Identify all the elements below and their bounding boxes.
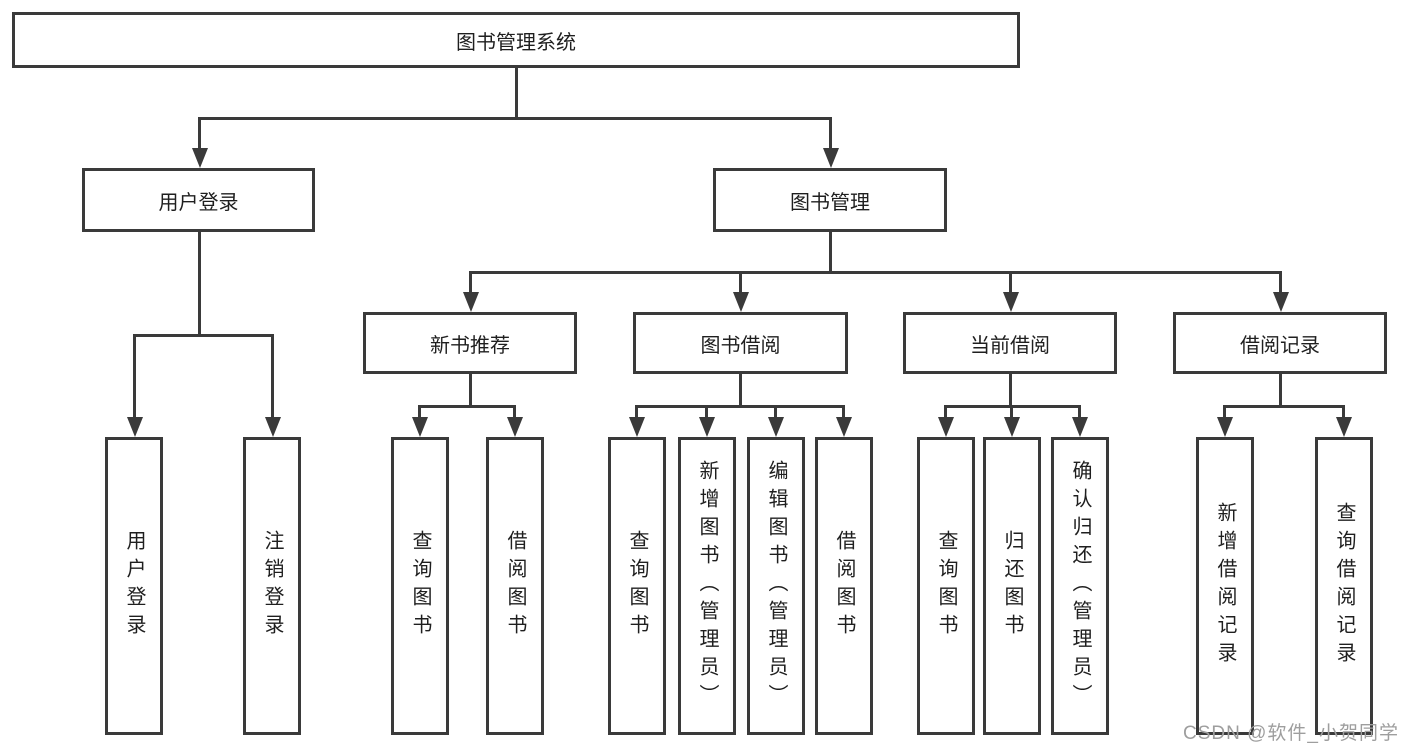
node-user-login-leaf: 用户登录 <box>105 437 163 735</box>
node-g1-borrow-books: 借阅图书 <box>486 437 544 735</box>
node-user-login: 用户登录 <box>82 168 315 232</box>
node-g2-edit-books-admin-label: 编辑图书（管理员） <box>765 460 787 712</box>
node-g4-query-borrow-record-label: 查询借阅记录 <box>1333 502 1355 670</box>
connector-root-stub <box>515 68 518 118</box>
node-g2-edit-books-admin: 编辑图书（管理员） <box>747 437 805 735</box>
node-g2-borrow-books: 借阅图书 <box>815 437 873 735</box>
node-g2-query-books: 查询图书 <box>608 437 666 735</box>
connector-arrow-user-login-leaf <box>126 334 143 437</box>
connector-user-login-rail <box>133 334 274 337</box>
node-g1-borrow-books-label: 借阅图书 <box>504 530 526 642</box>
connector-arrow-current-borrow <box>1002 271 1019 312</box>
node-book-management-label: 图书管理 <box>790 191 870 214</box>
connector-level2-rail <box>198 117 832 120</box>
node-current-borrow-label: 当前借阅 <box>970 334 1050 357</box>
connector-arrow-logout-leaf <box>264 334 281 437</box>
connector-arrow-g1-query <box>411 405 428 437</box>
connector-arrow-g2-add <box>698 405 715 437</box>
watermark: CSDN @软件_小贺同学 <box>1183 723 1399 744</box>
node-g4-add-borrow-record: 新增借阅记录 <box>1196 437 1254 735</box>
connector-arrow-g1-borrow <box>506 405 523 437</box>
node-g2-add-books-admin: 新增图书（管理员） <box>678 437 736 735</box>
node-user-login-label: 用户登录 <box>158 191 239 214</box>
node-g3-confirm-return-admin-label: 确认归还（管理员） <box>1069 460 1091 712</box>
connector-group4-stub <box>1279 374 1282 407</box>
connector-group3-rail <box>945 405 1081 408</box>
node-g2-query-books-label: 查询图书 <box>626 530 648 642</box>
node-g1-query-books: 查询图书 <box>391 437 449 735</box>
connector-group3-stub <box>1009 374 1012 407</box>
node-g4-add-borrow-record-label: 新增借阅记录 <box>1214 502 1236 670</box>
node-g2-add-books-admin-label: 新增图书（管理员） <box>696 460 718 712</box>
node-g3-query-books-label: 查询图书 <box>935 530 957 642</box>
node-logout-leaf: 注销登录 <box>243 437 301 735</box>
connector-arrow-g3-return <box>1003 405 1020 437</box>
node-g2-borrow-books-label: 借阅图书 <box>833 530 855 642</box>
node-g3-confirm-return-admin: 确认归还（管理员） <box>1051 437 1109 735</box>
node-g4-query-borrow-record: 查询借阅记录 <box>1315 437 1373 735</box>
connector-arrow-new-book-recommend <box>462 271 479 312</box>
connector-arrow-g3-query <box>937 405 954 437</box>
connector-group2-stub <box>739 374 742 407</box>
connector-arrow-g4-add <box>1216 405 1233 437</box>
connector-book-management-stub <box>829 232 832 274</box>
node-book-management: 图书管理 <box>713 168 947 232</box>
connector-group4-rail <box>1224 405 1345 408</box>
connector-arrow-g4-query <box>1335 405 1352 437</box>
node-new-book-recommend: 新书推荐 <box>363 312 577 374</box>
node-g1-query-books-label: 查询图书 <box>409 530 431 642</box>
connector-arrow-user-login <box>191 117 208 168</box>
node-user-login-leaf-label: 用户登录 <box>123 530 145 642</box>
connector-arrow-g2-borrow <box>835 405 852 437</box>
node-borrow-records-label: 借阅记录 <box>1240 334 1320 357</box>
connector-arrow-book-borrow <box>732 271 749 312</box>
connector-arrow-g2-edit <box>767 405 784 437</box>
node-book-borrow: 图书借阅 <box>633 312 848 374</box>
connector-arrow-g3-confirm <box>1071 405 1088 437</box>
connector-arrow-g2-query <box>628 405 645 437</box>
node-current-borrow: 当前借阅 <box>903 312 1117 374</box>
connector-user-login-stub <box>198 232 201 336</box>
node-library-system: 图书管理系统 <box>12 12 1020 68</box>
node-new-book-recommend-label: 新书推荐 <box>430 334 510 357</box>
node-g3-return-books: 归还图书 <box>983 437 1041 735</box>
connector-level3-rail <box>469 271 1282 274</box>
node-g3-return-books-label: 归还图书 <box>1001 530 1023 642</box>
connector-arrow-borrow-records <box>1272 271 1289 312</box>
node-book-borrow-label: 图书借阅 <box>700 334 781 357</box>
node-borrow-records: 借阅记录 <box>1173 312 1387 374</box>
node-logout-leaf-label: 注销登录 <box>261 530 283 642</box>
connector-group2-rail <box>636 405 845 408</box>
connector-arrow-book-management <box>822 117 839 168</box>
connector-group1-rail <box>419 405 516 408</box>
node-g3-query-books: 查询图书 <box>917 437 975 735</box>
connector-group1-stub <box>469 374 472 407</box>
node-library-system-label: 图书管理系统 <box>456 31 576 54</box>
